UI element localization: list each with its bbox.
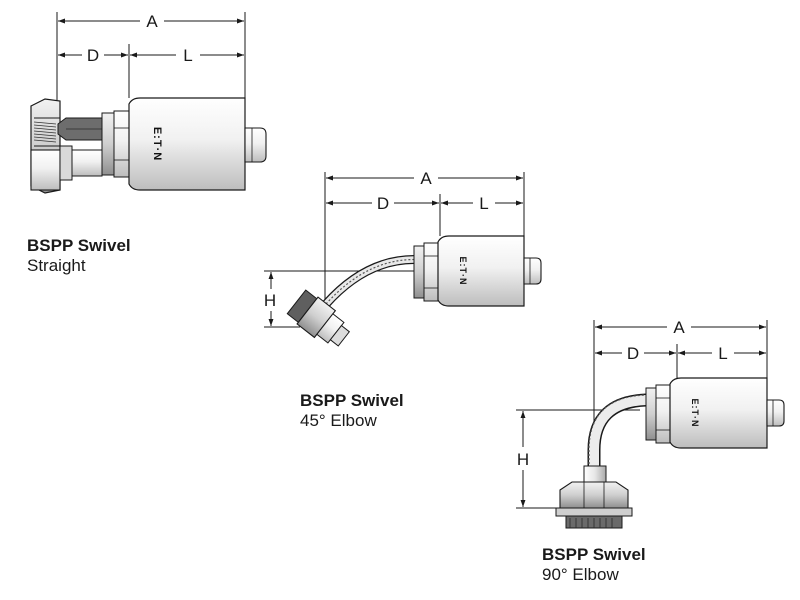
- dimension-label-d: D: [87, 46, 99, 65]
- dimension-label-d: D: [627, 344, 639, 363]
- socket-body: [669, 377, 768, 449]
- socket-body: [128, 97, 246, 191]
- hose-stub: [244, 127, 267, 163]
- brand-logo: E:T·N: [151, 127, 163, 161]
- dimension-label-a: A: [673, 318, 685, 337]
- caption-straight: BSPP Swivel Straight: [27, 236, 131, 276]
- tube-adapter: [583, 465, 607, 485]
- caption-subtitle: Straight: [27, 256, 86, 275]
- hex-collar: [413, 245, 425, 299]
- dimension-label-l: L: [183, 46, 192, 65]
- dimension-label-l: L: [718, 344, 727, 363]
- socket-body: [437, 235, 525, 307]
- hex-collar: [113, 110, 130, 178]
- dimension-label-a: A: [420, 169, 432, 188]
- hose-stub: [766, 399, 785, 427]
- hex-collar: [101, 112, 115, 176]
- dimension-label-l: L: [479, 194, 488, 213]
- elbow-90-fitting: A D L H: [516, 318, 785, 529]
- elbow-45-fitting: A D L H E:T·N: [264, 169, 542, 347]
- dimension-label-a: A: [146, 12, 158, 31]
- caption-90-elbow: BSPP Swivel 90° Elbow: [542, 545, 646, 585]
- straight-fitting: A D L: [30, 12, 267, 194]
- caption-subtitle: 45° Elbow: [300, 411, 377, 430]
- dimension-label-d: D: [377, 194, 389, 213]
- caption-title: BSPP Swivel: [27, 236, 131, 255]
- hex-collar: [645, 387, 657, 441]
- hose-stub: [523, 257, 542, 285]
- brand-logo: E:T·N: [458, 257, 468, 286]
- hex-collar: [655, 384, 671, 444]
- swivel-nut: [30, 98, 103, 194]
- caption-subtitle: 90° Elbow: [542, 565, 619, 584]
- brand-logo: E:T·N: [690, 399, 700, 428]
- dimension-label-h: H: [517, 450, 529, 469]
- caption-title: BSPP Swivel: [542, 545, 646, 564]
- caption-title: BSPP Swivel: [300, 391, 404, 410]
- swivel-nut: [555, 481, 633, 529]
- dimension-label-h: H: [264, 291, 276, 310]
- swivel-nut: [286, 289, 351, 347]
- hex-collar: [423, 242, 439, 302]
- caption-45-elbow: BSPP Swivel 45° Elbow: [300, 391, 404, 431]
